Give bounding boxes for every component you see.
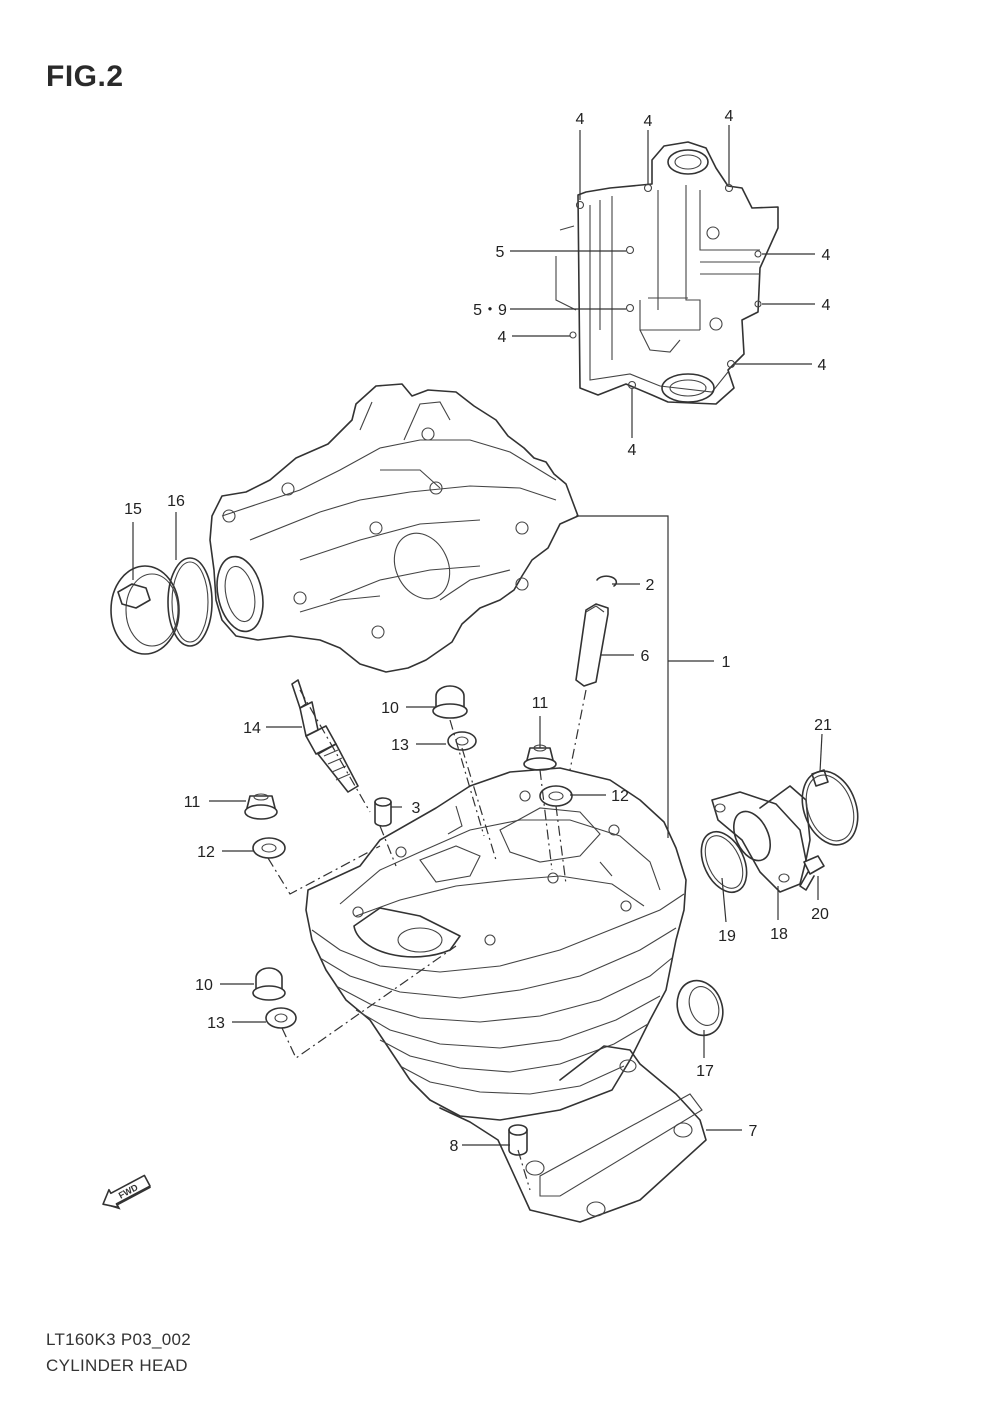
clamp: [801, 769, 859, 846]
head-cover-underside: [555, 141, 779, 405]
blind-plug: [676, 979, 724, 1037]
callout-numbers: 4 4 4 5 5・9 4 4 4 4 4 1 2 6 15 16 10 13 …: [124, 108, 832, 1155]
callout-17: 17: [696, 1063, 714, 1080]
callout-5-9: 5・9: [473, 302, 507, 319]
callout-11-upper: 11: [532, 695, 549, 712]
bolt: [799, 855, 825, 891]
callout-6: 6: [641, 648, 650, 665]
callout-12-upper: 12: [611, 788, 629, 805]
callout-13-lower: 13: [207, 1015, 225, 1032]
cap-nut-lower: [252, 967, 286, 1001]
callout-19: 19: [718, 928, 736, 945]
o-ring: [167, 557, 213, 647]
callout-4-cover-right-mid: 4: [822, 297, 831, 314]
cylinder-head-gasket: [439, 1045, 707, 1223]
oil-filler-cap: [110, 565, 180, 655]
callout-11-left: 11: [184, 794, 201, 811]
valve-guide: [575, 603, 609, 687]
callout-10-upper: 10: [381, 700, 399, 717]
intake-pipe: [711, 785, 811, 893]
callout-16: 16: [167, 493, 185, 510]
callout-5: 5: [496, 244, 505, 261]
callout-12-left: 12: [197, 844, 215, 861]
callout-7: 7: [749, 1123, 758, 1140]
callout-4-cover-top-right: 4: [725, 108, 734, 125]
dowel-pin-upper: [374, 797, 392, 827]
diagram-caption: CYLINDER HEAD: [46, 1356, 188, 1375]
callout-18: 18: [770, 926, 788, 943]
flange-nut-left: [244, 793, 278, 820]
flange-nut-upper-right: [523, 744, 557, 771]
washer-upper: [447, 731, 477, 751]
callout-1: 1: [722, 654, 731, 671]
callout-15: 15: [124, 501, 142, 518]
callout-4-cover-right-upper: 4: [822, 247, 831, 264]
callout-10-lower: 10: [195, 977, 213, 994]
callout-13-upper: 13: [391, 737, 409, 754]
dowel-pin-lower: [508, 1124, 528, 1156]
callout-14: 14: [243, 720, 261, 737]
callout-21: 21: [814, 717, 832, 734]
spark-plug: [291, 679, 359, 793]
callout-4-cover-right-lower: 4: [818, 357, 827, 374]
o-ring-intake: [700, 830, 748, 894]
forward-direction-arrow: FWD: [102, 1174, 151, 1210]
callout-20: 20: [811, 906, 829, 923]
washer-left: [252, 837, 286, 859]
callout-8: 8: [450, 1138, 459, 1155]
callout-3: 3: [412, 800, 421, 817]
callout-4-cover-top-left: 4: [576, 111, 585, 128]
callout-4-cover-left: 4: [498, 329, 507, 346]
cylinder-head-cover: [209, 383, 579, 673]
washer-lower: [265, 1007, 297, 1029]
washer-upper-right: [539, 785, 573, 807]
figure-title: FIG.2: [46, 60, 124, 93]
callout-4-cover-top-mid: 4: [644, 113, 653, 130]
callout-2: 2: [646, 577, 655, 594]
callout-leaders: [132, 125, 823, 1146]
assembly-center-lines: [267, 689, 587, 1191]
diagram-code: LT160K3 P03_002: [46, 1330, 192, 1349]
cover-bolt-holes: [569, 183, 762, 390]
callout-4-cover-bottom: 4: [628, 442, 637, 459]
cap-nut-upper: [432, 685, 468, 719]
cylinder-head: [305, 767, 687, 1121]
